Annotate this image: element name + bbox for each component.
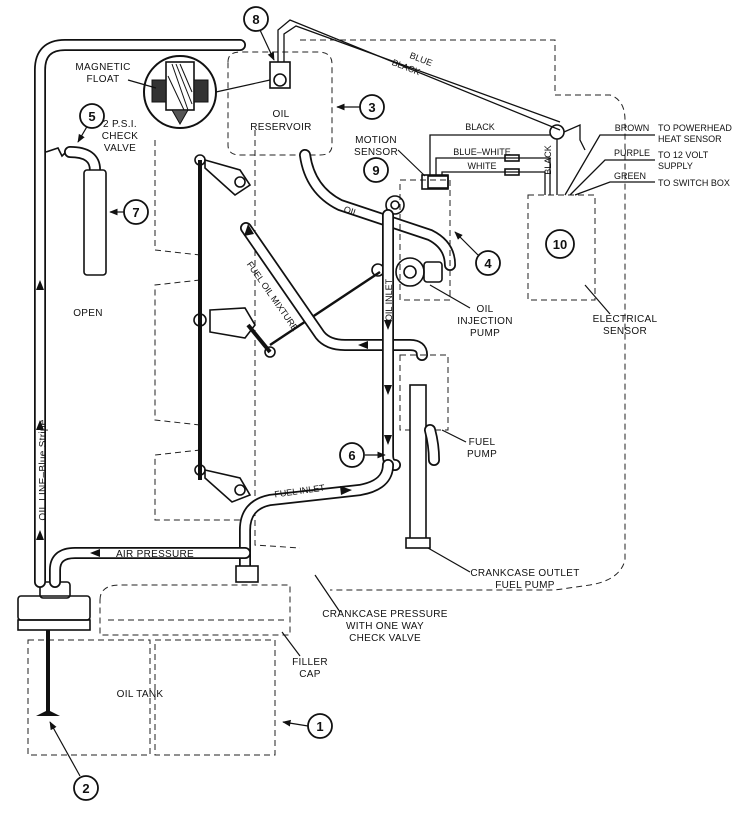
fuel-oil-mixture-tube: FUEL OIL MIXTURE — [240, 222, 428, 361]
motion-sensor: MOTION SENSOR — [354, 135, 449, 190]
dest-switch-box-label: TO SWITCH BOX — [658, 178, 730, 188]
svg-text:8: 8 — [252, 12, 259, 27]
magnetic-float-label-1: MAGNETIC — [75, 62, 130, 73]
check-valve: 2 P.S.I. CHECK VALVE OPEN — [45, 119, 139, 319]
magnetic-float-detail: MAGNETIC FLOAT — [75, 55, 271, 129]
fuel-pump-label-1: FUEL — [469, 437, 496, 448]
oil-tube-label: OIL — [342, 204, 359, 218]
oil-line-tube: OIL LINE–Blue Stripe — [34, 39, 246, 588]
motion-sensor-label-1: MOTION — [355, 135, 397, 146]
callout-8: 8 — [243, 6, 275, 61]
oil-inlet-label: OIL INLET — [384, 278, 394, 321]
wire-purple-label: PURPLE — [614, 148, 650, 158]
svg-text:1: 1 — [316, 719, 323, 734]
callout-7: 7 — [109, 199, 149, 225]
dest-volt-label-1: TO 12 VOLT — [658, 150, 709, 160]
check-valve-label-1: 2 P.S.I. — [103, 119, 137, 130]
svg-text:5: 5 — [88, 109, 95, 124]
wire-brown-label: BROWN — [615, 123, 650, 133]
check-valve-label-2: CHECK — [102, 131, 139, 142]
check-valve-label-3: VALVE — [104, 143, 136, 154]
callout-5: 5 — [77, 103, 105, 143]
callout-9: 9 — [363, 157, 389, 183]
oil-reservoir-label-2: RESERVOIR — [250, 122, 311, 133]
float-sensor-cap — [269, 61, 291, 89]
callout-6: 6 — [339, 442, 386, 468]
wiring-harness: BLUE BLACK BLACK BLACK BLUE–WHITE WHITE … — [277, 19, 732, 196]
svg-text:4: 4 — [484, 256, 492, 271]
wire-black-mid-label: BLACK — [465, 122, 495, 132]
air-pressure-tube: AIR PRESSURE CRANKCASE PRESSURE WITH ONE… — [49, 547, 447, 680]
float-circle — [273, 73, 287, 87]
magnetic-float-label-2: FLOAT — [87, 74, 120, 85]
oil-injection-pump-label-3: PUMP — [470, 328, 500, 339]
svg-text:6: 6 — [348, 448, 355, 463]
oil-tank-label: OIL TANK — [117, 689, 164, 700]
fuel-inlet-tube: FUEL INLET — [235, 459, 394, 583]
wire-green-label: GREEN — [614, 171, 646, 181]
oil-reservoir: OIL RESERVOIR — [227, 51, 333, 156]
callout-3: 3 — [336, 94, 385, 120]
filler-cap-label-2: CAP — [299, 669, 320, 680]
svg-text:9: 9 — [372, 163, 379, 178]
motion-sensor-label-2: SENSOR — [354, 147, 398, 158]
filler-cap-label-1: FILLER — [292, 657, 328, 668]
oil-reservoir-label-1: OIL — [272, 109, 289, 120]
dest-volt-label-2: SUPPLY — [658, 161, 693, 171]
wire-blue-white-label: BLUE–WHITE — [453, 147, 511, 157]
callout-4: 4 — [454, 231, 501, 276]
svg-text:10: 10 — [553, 237, 567, 252]
oil-tube: OIL — [299, 149, 456, 271]
callout-2: 2 — [49, 721, 99, 801]
callout-10: 10 — [545, 229, 575, 259]
oil-tank: OIL TANK — [17, 581, 276, 756]
svg-text:7: 7 — [132, 205, 139, 220]
open-label: OPEN — [73, 308, 103, 319]
wire-white-label: WHITE — [468, 161, 497, 171]
callout-1: 1 — [282, 713, 333, 739]
svg-text:3: 3 — [368, 100, 375, 115]
fuel-pump-label-2: PUMP — [467, 449, 497, 460]
throttle-linkage — [193, 154, 381, 503]
crankcase-outlet-label-2: FUEL PUMP — [495, 580, 555, 591]
electrical-sensor-label-1: ELECTRICAL — [593, 314, 658, 325]
crankcase-outlet-label-1: CRANKCASE OUTLET — [470, 568, 579, 579]
crankcase-pressure-label-1: CRANKCASE PRESSURE — [322, 609, 447, 620]
oil-injection-pump-label-2: INJECTION — [457, 316, 512, 327]
air-pressure-label: AIR PRESSURE — [116, 549, 194, 560]
oil-injection-pump-label-1: OIL — [476, 304, 493, 315]
electrical-sensor: ELECTRICAL SENSOR — [527, 194, 658, 337]
oil-injection-pump: OIL INJECTION PUMP — [371, 175, 512, 339]
wire-black-vertical-label: BLACK — [543, 145, 553, 175]
engine-outline — [99, 39, 626, 636]
callouts: 1 2 3 4 5 6 7 — [49, 6, 575, 801]
dest-powerhead-label-2: HEAT SENSOR — [658, 134, 722, 144]
crankcase-pressure-label-3: CHECK VALVE — [349, 633, 421, 644]
fuel-pump: FUEL PUMP CRANKCASE OUTLET FUEL PUMP — [399, 354, 579, 591]
crankcase-pressure-label-2: WITH ONE WAY — [346, 621, 424, 632]
oil-inlet-tube: OIL INLET — [382, 209, 401, 471]
svg-text:2: 2 — [82, 781, 89, 796]
dest-powerhead-label-1: TO POWERHEAD — [658, 123, 732, 133]
electrical-sensor-label-2: SENSOR — [603, 326, 647, 337]
oil-line-label: OIL LINE–Blue Stripe — [38, 419, 49, 520]
